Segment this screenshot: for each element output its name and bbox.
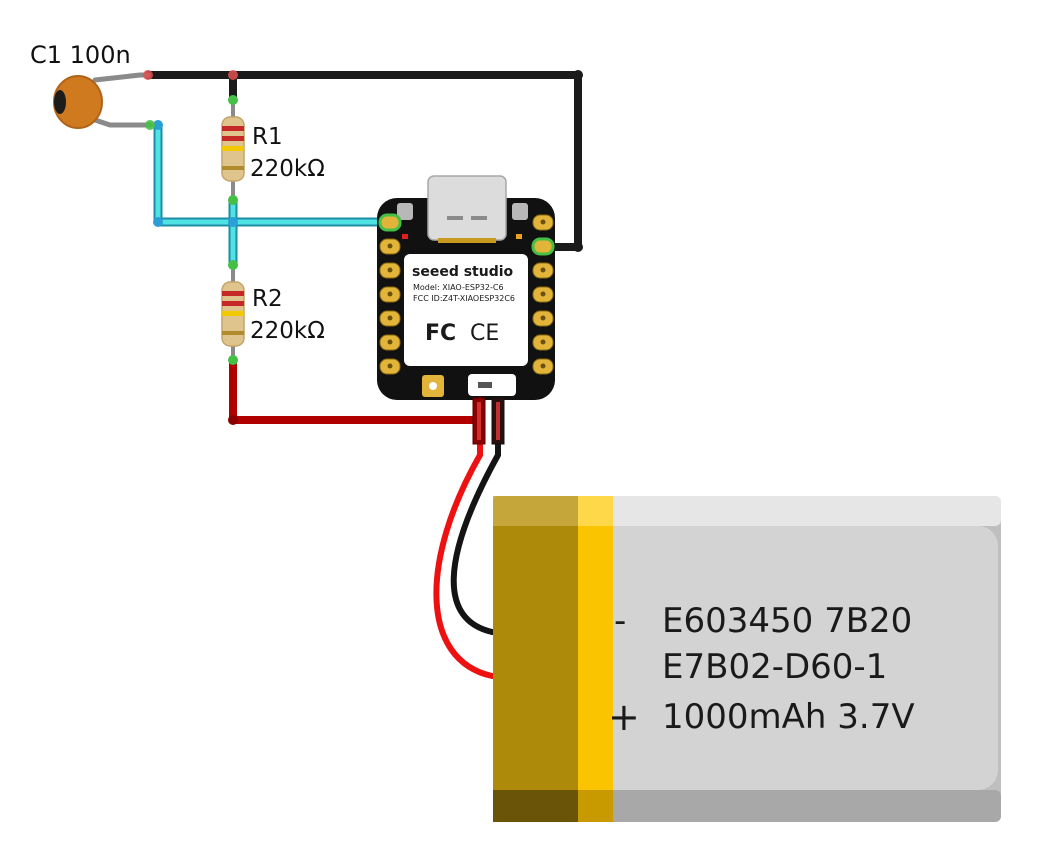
boot-button bbox=[512, 203, 528, 220]
reset-button bbox=[397, 203, 413, 220]
battery-minus-sign: - bbox=[614, 601, 626, 641]
led-red bbox=[402, 234, 408, 239]
r2-value: 220kΩ bbox=[250, 318, 325, 344]
lipo-battery: - E603450 7B20 E7B02-D60-1 + 1000mAh 3.7… bbox=[493, 496, 1001, 822]
battery-line-2: E7B02-D60-1 bbox=[662, 647, 887, 687]
resistor-r2: R2 220kΩ bbox=[221, 281, 325, 347]
board-model: Model: XIAO-ESP32-C6 bbox=[413, 283, 504, 292]
battery-line-1: E603450 7B20 bbox=[662, 601, 912, 641]
board-fcc: FCC ID:Z4T-XIAOESP32C6 bbox=[413, 294, 515, 303]
battery-line-3: 1000mAh 3.7V bbox=[662, 697, 915, 737]
pad-connected-black bbox=[531, 237, 555, 256]
red-wire-bottom bbox=[228, 356, 484, 425]
usb-c-port bbox=[427, 175, 507, 241]
ce-mark: CE bbox=[470, 321, 499, 346]
pad-connected-cyan bbox=[378, 213, 402, 232]
r1-name: R1 bbox=[252, 124, 283, 150]
r2-pin-top bbox=[228, 260, 238, 270]
r2-name: R2 bbox=[252, 286, 283, 312]
capacitor-c1: C1 100n bbox=[30, 41, 155, 130]
r1-pin-top bbox=[228, 95, 238, 105]
cyan-wire bbox=[153, 120, 395, 265]
battery-plus-sign: + bbox=[608, 695, 640, 739]
r1-value: 220kΩ bbox=[250, 156, 325, 182]
xiao-esp32-c6-board: seeed studio Model: XIAO-ESP32-C6 FCC ID… bbox=[377, 175, 555, 400]
r1-pin-bottom bbox=[228, 195, 238, 205]
battery-leads bbox=[433, 397, 505, 679]
led-orange bbox=[516, 234, 522, 239]
capacitor-label: C1 100n bbox=[30, 41, 131, 69]
board-brand: seeed studio bbox=[412, 264, 514, 280]
r2-pin-bottom bbox=[228, 355, 238, 365]
fc-mark: FC bbox=[425, 321, 456, 346]
resistor-r1: R1 220kΩ bbox=[221, 116, 325, 182]
junction-r1-top bbox=[228, 70, 238, 80]
board-shield bbox=[404, 254, 528, 366]
